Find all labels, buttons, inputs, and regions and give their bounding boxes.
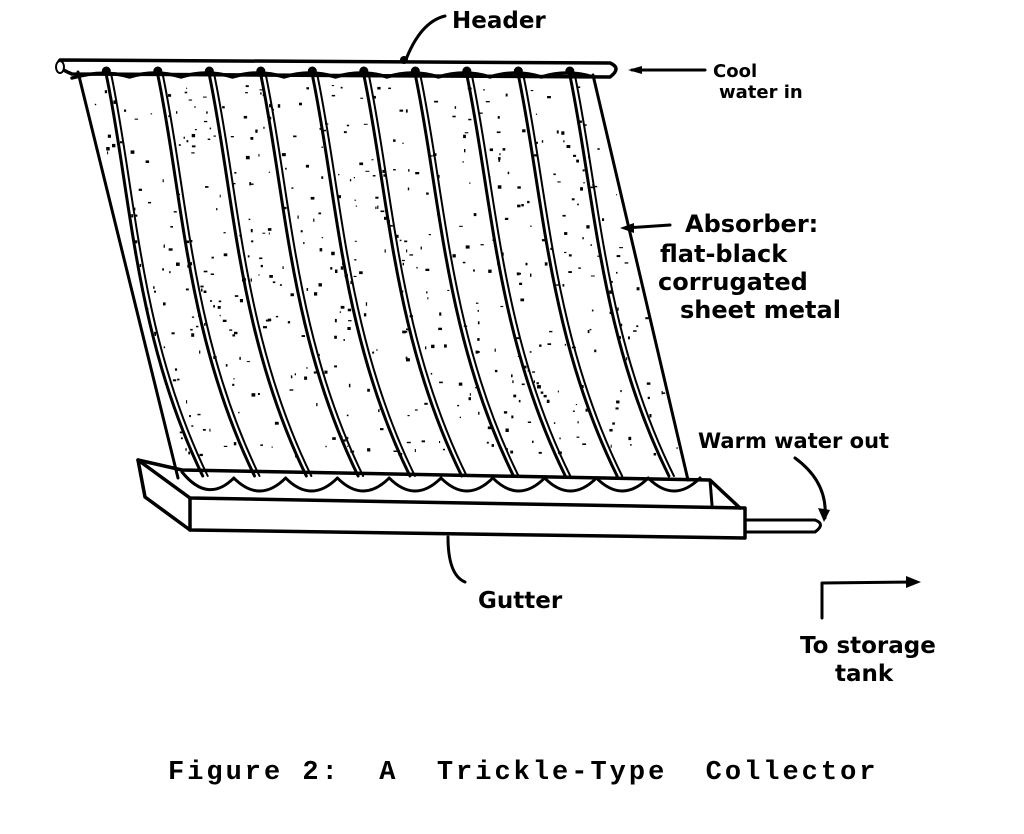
corrugation-ridge — [522, 74, 624, 477]
corrugation-ridge — [310, 73, 412, 478]
corrugation-ridge — [110, 74, 209, 477]
gutter-leader-line — [446, 535, 467, 584]
corrugation-ridge — [161, 74, 261, 477]
header-nozzle-hole — [513, 66, 523, 76]
corrugation-ridge — [213, 74, 313, 477]
corrugation-ridge — [367, 74, 468, 477]
header-nozzle-hole — [307, 66, 317, 76]
corrugation-ridge — [470, 74, 572, 477]
label-gutter: Gutter — [478, 588, 563, 614]
corrugation-ridge — [259, 73, 360, 478]
label-absorber-4: sheet metal — [680, 296, 841, 324]
gutter-trough — [136, 458, 747, 540]
corrugation-ridge — [413, 73, 516, 478]
header-nozzle-hole — [565, 66, 575, 76]
flat-black-speckle — [94, 85, 678, 458]
corrugation-ridge — [264, 74, 365, 477]
corrugation-ridge — [362, 73, 464, 478]
corrugation-ridge — [104, 73, 205, 478]
corrugation-ridge — [316, 74, 416, 477]
label-absorber-1: Absorber: — [685, 210, 818, 238]
header-nozzle-hole — [101, 66, 111, 76]
corrugation-ridge — [465, 73, 567, 478]
label-storage-2: tank — [835, 661, 894, 687]
label-cool-water-1: Cool — [713, 61, 757, 82]
label-header: Header — [452, 8, 546, 34]
corrugation-ridge — [156, 73, 257, 478]
header-nozzle-hole — [256, 66, 266, 76]
storage-arrow — [820, 580, 917, 620]
header-nozzle-hole — [359, 66, 369, 76]
corrugation-ridge — [516, 73, 619, 478]
label-absorber-2: flat-black — [660, 240, 788, 268]
figure-caption: Figure 2: A Trickle-Type Collector — [168, 758, 879, 788]
label-absorber-3: corrugated — [658, 268, 808, 296]
corrugation-ridge — [207, 73, 308, 478]
corrugation-ridge — [419, 74, 520, 477]
outlet-pipe — [743, 518, 822, 534]
label-warm-water: Warm water out — [698, 429, 889, 453]
label-storage-1: To storage — [800, 633, 936, 659]
label-cool-water-2: water in — [719, 82, 803, 103]
header-nozzle-hole — [153, 66, 163, 76]
header-leader-arrow — [403, 14, 447, 64]
header-nozzle-hole — [410, 66, 420, 76]
header-nozzle-hole — [462, 66, 472, 76]
corrugation-ridge — [568, 73, 671, 478]
corrugation-ridges — [104, 73, 675, 478]
absorber-sheet — [76, 70, 690, 482]
header-pipe — [55, 58, 618, 80]
header-nozzle-hole — [204, 66, 214, 76]
